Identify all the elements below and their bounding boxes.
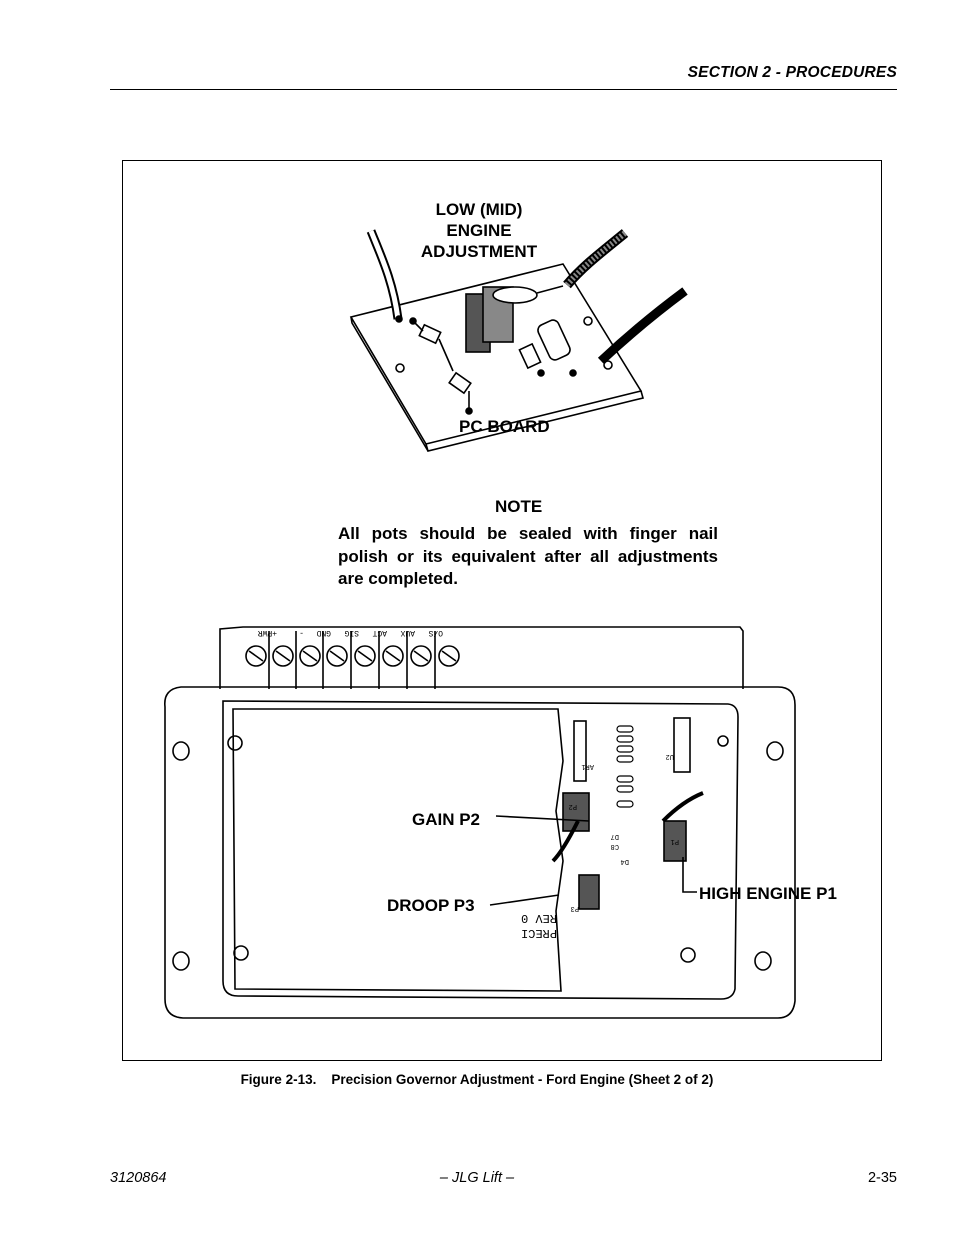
header-rule <box>110 89 897 90</box>
gain-p2-label: GAIN P2 <box>412 810 481 829</box>
high-engine-p1-label: HIGH ENGINE P1 <box>699 884 837 903</box>
terminal-label: - <box>299 628 304 637</box>
section-header: SECTION 2 - PROCEDURES <box>687 64 897 81</box>
board-silkscreen-label: D4 <box>621 857 629 865</box>
terminal-label: +PWR <box>258 628 277 637</box>
terminal-label: ACT <box>372 628 387 637</box>
low-mid-engine-adjustment-label: LOW (MID) ENGINE ADJUSTMENT <box>418 199 540 262</box>
footer-page-number: 2-35 <box>867 1170 897 1186</box>
low-mid-label-line3: ADJUSTMENT <box>420 242 538 261</box>
footer-publisher: – JLG Lift – <box>439 1170 515 1186</box>
note-line-3: are completed. <box>338 569 458 588</box>
terminal-label: GND <box>316 628 331 637</box>
figure-caption: Figure 2-13. Precision Governor Adjustme… <box>0 1072 954 1087</box>
board-silkscreen-label: P1 <box>671 837 679 845</box>
note-body: All pots should be sealed with finger na… <box>338 523 718 591</box>
board-silkscreen-label: C8 <box>611 842 619 850</box>
note-line-2: polish or its equivalent after all adjus… <box>338 546 718 566</box>
board-silkscreen-label: AR1 <box>581 762 594 770</box>
board-silkscreen-label: P2 <box>569 802 577 810</box>
terminal-label: SIG <box>344 628 359 637</box>
board-silkscreen-label: PRECI <box>521 926 557 940</box>
note-heading: NOTE <box>495 497 543 516</box>
terminal-label: AUX <box>400 628 415 637</box>
figure-number: Figure 2-13. <box>240 1072 317 1087</box>
board-silkscreen-label: U2 <box>666 752 674 760</box>
governor-box-drawing <box>164 626 796 1019</box>
droop-p3-label: DROOP P3 <box>387 896 475 915</box>
pc-board-label: PC BOARD <box>459 417 550 436</box>
board-silkscreen-label: D7 <box>611 832 619 840</box>
leader-lines <box>489 815 697 906</box>
figure-title: Precision Governor Adjustment - Ford Eng… <box>331 1072 714 1087</box>
footer-doc-number: 3120864 <box>110 1170 167 1186</box>
low-mid-label-line2: ENGINE <box>446 221 512 240</box>
terminal-screws <box>245 631 460 689</box>
board-silkscreen-label: P3 <box>571 904 579 912</box>
board-silkscreen-label: REV 0 <box>521 911 557 925</box>
note-line-1: All pots should be sealed with finger na… <box>338 524 718 543</box>
pc-board-drawing <box>349 229 688 452</box>
low-mid-label-line1: LOW (MID) <box>435 200 523 219</box>
terminal-label: O/S <box>428 628 443 637</box>
